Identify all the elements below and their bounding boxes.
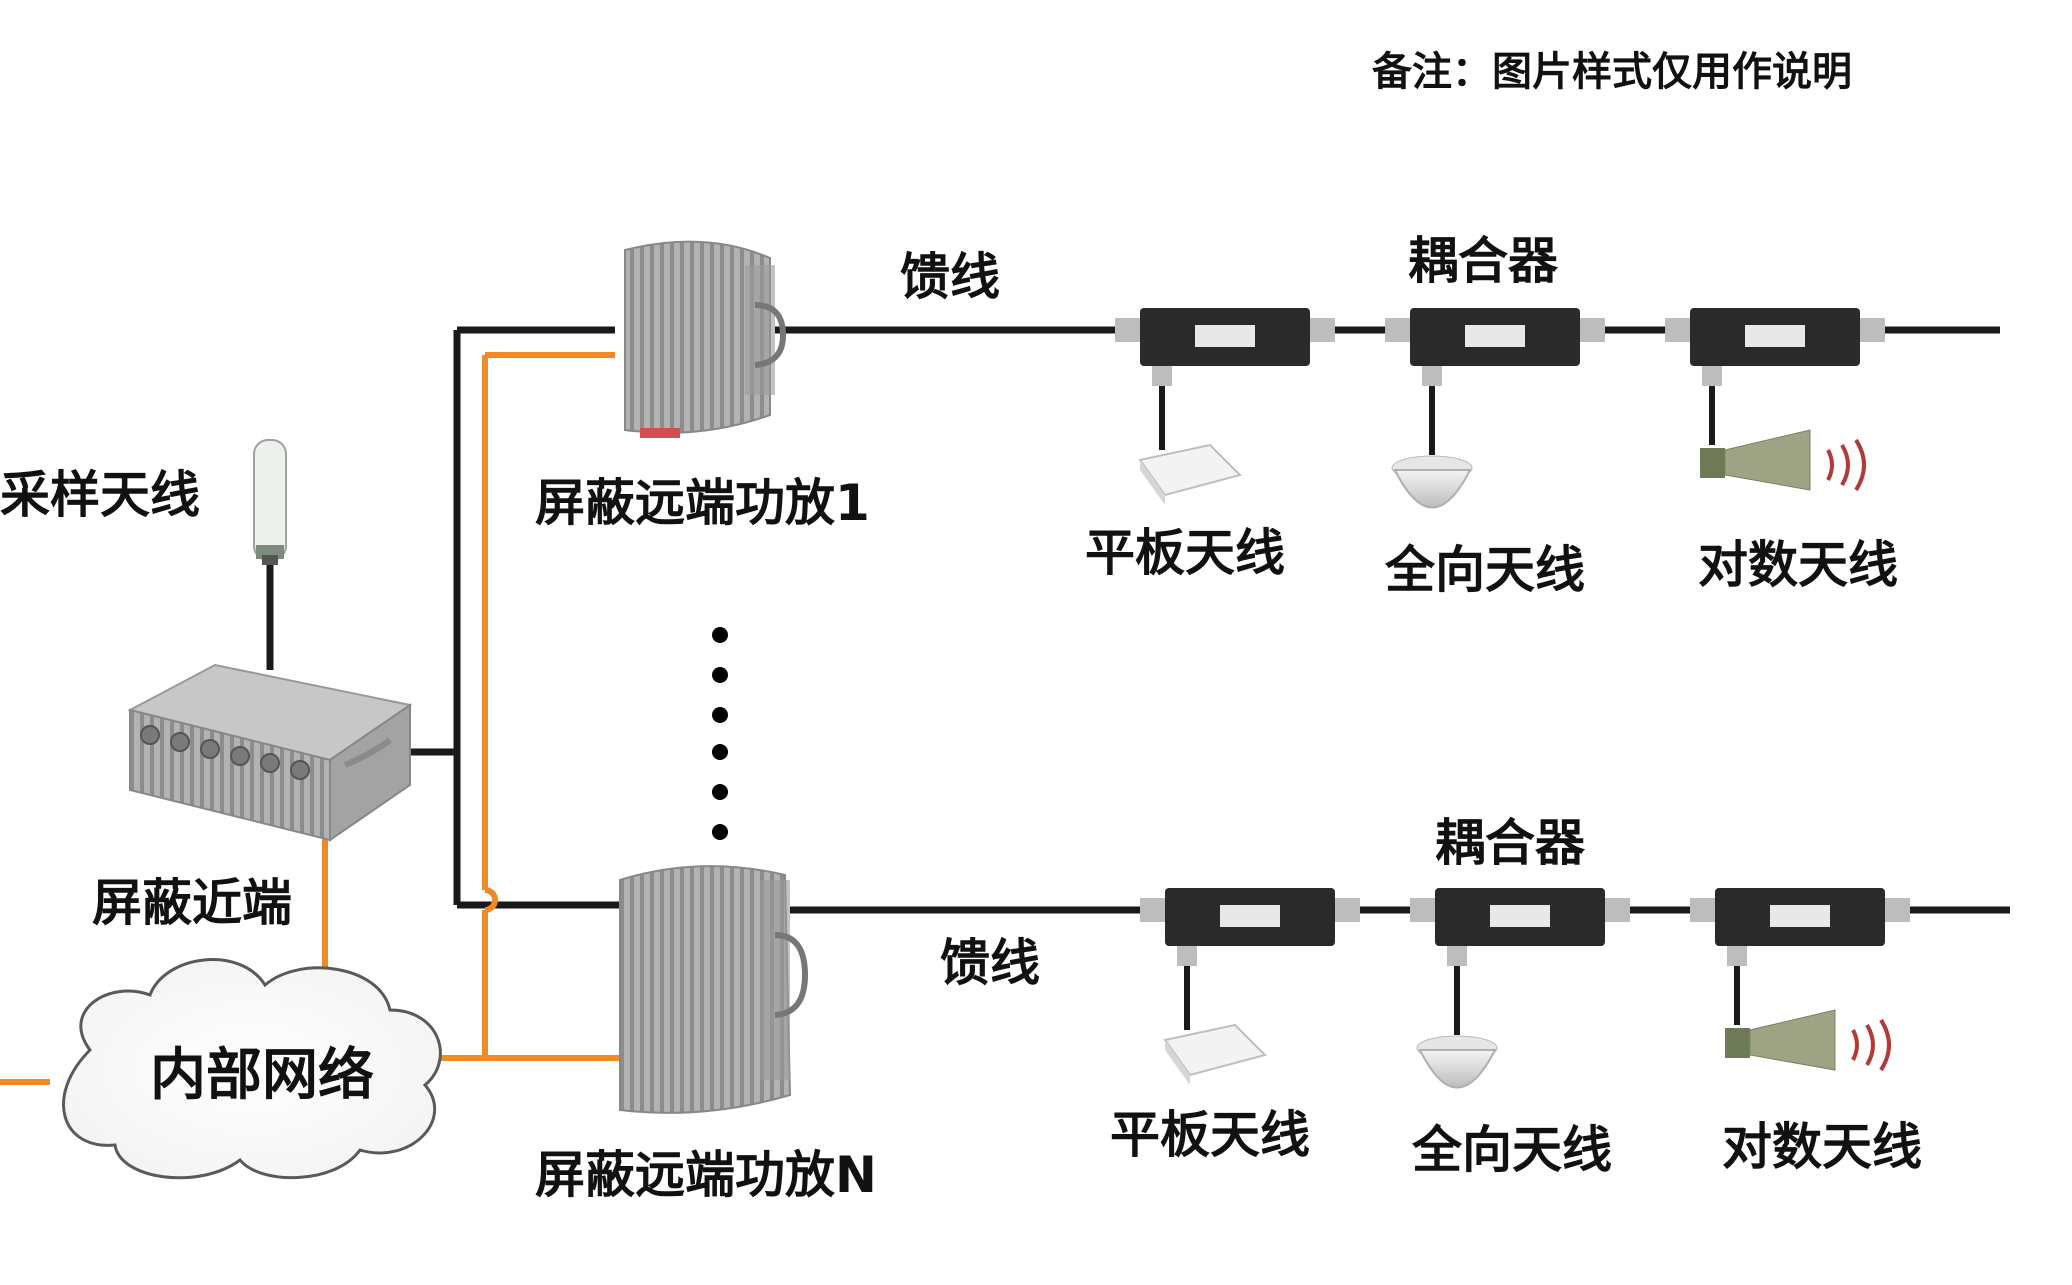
coupler-box: [1140, 888, 1360, 966]
internal-network-label: 内部网络: [150, 1043, 374, 1108]
coupler-box: [1665, 308, 1885, 386]
sampling-antenna-label: 采样天线: [0, 466, 200, 524]
coupler-box: [1385, 308, 1605, 386]
flat-panel-antenna: [1163, 1023, 1267, 1085]
coupler-box: [1690, 888, 1910, 966]
coupler-box: [1410, 888, 1630, 966]
near-end-label: 屏蔽近端: [92, 874, 292, 932]
internal-network-cloud: [62, 958, 442, 1180]
branch1-antenna-log-label: 对数天线: [1698, 536, 1898, 594]
remote-amp-n-device: [619, 865, 809, 1114]
branch1-feeder-label: 馈线: [900, 248, 1000, 306]
note-text: 备注：图片样式仅用作说明: [1372, 49, 1852, 95]
feeder-lines: [266, 326, 2010, 914]
branchn-antenna-flat-label: 平板天线: [1110, 1106, 1310, 1164]
log-periodic-antenna: [1725, 1009, 1891, 1072]
branch1-antenna-flat-label: 平板天线: [1085, 524, 1285, 582]
network-lines: [0, 352, 620, 1085]
remote-amp-1-label: 屏蔽远端功放1: [535, 474, 870, 532]
near-end-device: [127, 663, 413, 842]
branch1-components: [1115, 308, 1885, 509]
continuation-dots: [712, 627, 728, 840]
log-periodic-antenna: [1700, 429, 1866, 492]
sampling-antenna: [253, 439, 287, 565]
omni-antenna: [1391, 455, 1473, 509]
branchn-feeder-label: 馈线: [940, 934, 1040, 992]
remote-amp-1-device: [624, 240, 787, 438]
branchn-antenna-log-label: 对数天线: [1722, 1118, 1922, 1176]
branchn-antenna-omni-label: 全向天线: [1412, 1121, 1612, 1179]
coupler-box: [1115, 308, 1335, 386]
remote-amp-n-label: 屏蔽远端功放N: [535, 1146, 877, 1204]
branch1-coupler-label: 耦合器: [1408, 232, 1558, 290]
branch1-antenna-omni-label: 全向天线: [1385, 541, 1585, 599]
omni-antenna: [1416, 1035, 1498, 1089]
branchn-components: [1140, 888, 1910, 1089]
branchn-coupler-label: 耦合器: [1435, 814, 1585, 872]
network-jump-arc: [484, 887, 498, 913]
flat-panel-antenna: [1138, 443, 1242, 505]
